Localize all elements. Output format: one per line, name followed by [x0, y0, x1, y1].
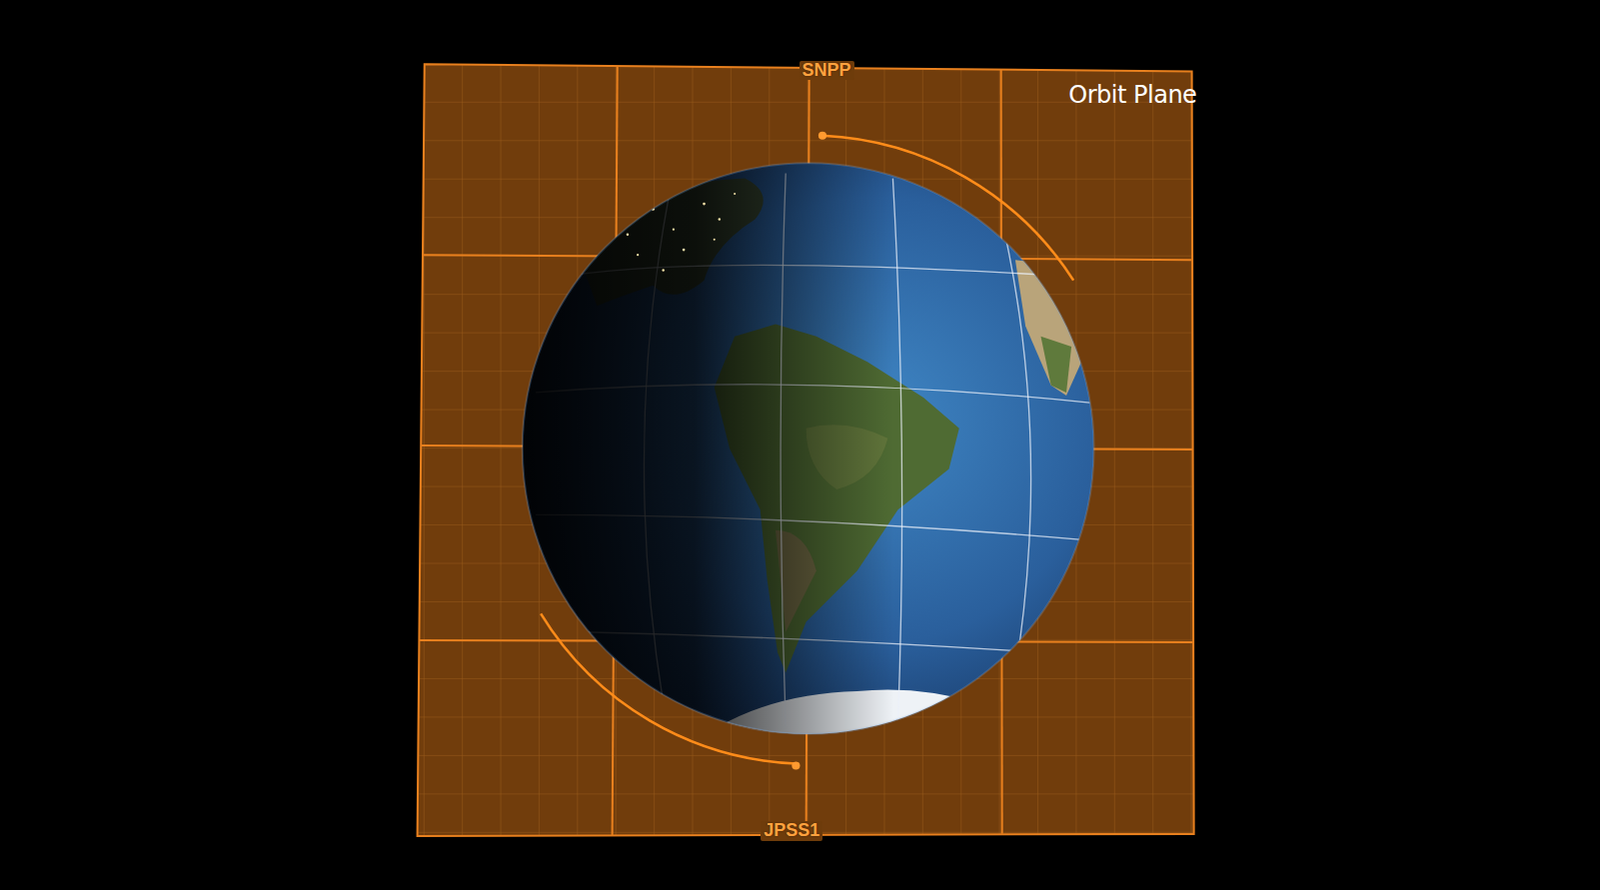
plane-grid	[417, 63, 1195, 837]
orbit-plane	[417, 63, 1195, 837]
snpp-orbit-arc	[822, 135, 1074, 281]
satellite-label: JPSS1	[760, 821, 823, 842]
earth-globe	[522, 162, 1095, 775]
jpss1-orbit-arc	[540, 613, 796, 764]
jpss1-satellite	[791, 761, 800, 770]
satellite-label: SNPP	[799, 60, 855, 81]
plane-title: Orbit Plane	[1065, 81, 1200, 108]
snpp-satellite	[818, 131, 827, 140]
